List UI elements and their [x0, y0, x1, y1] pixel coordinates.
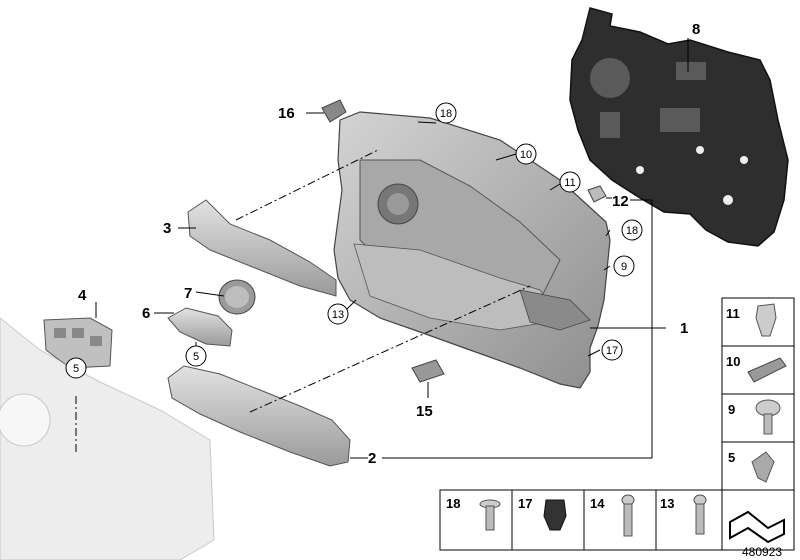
callout-4: 4 — [78, 287, 87, 304]
side-legend-10: 10 — [726, 354, 740, 369]
bottom-legend-13: 13 — [660, 496, 674, 511]
armrest-part — [167, 365, 351, 467]
callout-5-left: 5 — [73, 363, 79, 375]
callout-9: 9 — [621, 261, 627, 273]
callout-7: 7 — [184, 285, 192, 302]
door-trim-panel-part — [333, 111, 611, 389]
callout-labels: 1 2 3 4 6 7 8 12 15 16 — [78, 21, 700, 467]
circled-callouts — [65, 102, 643, 379]
sound-insulation-part — [569, 7, 789, 247]
side-legend: 11 10 9 5 — [721, 297, 795, 491]
callout-10: 10 — [520, 149, 532, 161]
clip-icon-5 — [751, 451, 775, 483]
callout-5-middle: 5 — [193, 351, 199, 363]
clip-icon-11 — [755, 303, 777, 337]
callout-11: 11 — [564, 177, 575, 189]
bottom-legend-14: 14 — [590, 496, 605, 511]
side-legend-5: 5 — [728, 450, 735, 465]
clip-part-16 — [321, 99, 347, 123]
callout-8: 8 — [692, 21, 700, 38]
switch-bezel-part — [167, 307, 233, 347]
callout-13: 13 — [332, 309, 344, 321]
clip-part-12 — [587, 185, 607, 203]
switch-block-part — [43, 317, 113, 369]
grommet-icon-17 — [543, 499, 567, 531]
callout-6: 6 — [142, 305, 150, 322]
leader-lines — [95, 38, 689, 459]
assembly-guide-lines — [75, 149, 531, 452]
callout-18-top: 18 — [440, 108, 452, 120]
callout-1: 1 — [680, 320, 688, 337]
side-legend-11: 11 — [726, 306, 740, 321]
callout-12: 12 — [612, 193, 629, 210]
bottom-legend: 18 17 14 13 — [439, 489, 795, 551]
callout-17: 17 — [606, 345, 618, 357]
door-frame-background — [0, 317, 215, 560]
kit-icon — [729, 510, 785, 544]
side-legend-9: 9 — [728, 402, 735, 417]
callout-18-right: 18 — [626, 225, 638, 237]
handle-trim-part — [187, 199, 337, 297]
callout-16: 16 — [278, 105, 295, 122]
circled-callout-text: 18 10 11 18 9 17 13 5 5 — [73, 108, 638, 375]
bottom-legend-17: 17 — [518, 496, 532, 511]
clip-icon-10 — [747, 357, 787, 383]
callout-15: 15 — [416, 403, 433, 420]
speaker-cover-part — [218, 279, 256, 315]
callout-2: 2 — [368, 450, 376, 467]
callout-3: 3 — [163, 220, 171, 237]
reference-number: 480923 — [742, 545, 782, 559]
light-part-15 — [411, 359, 445, 383]
bottom-legend-18: 18 — [446, 496, 460, 511]
